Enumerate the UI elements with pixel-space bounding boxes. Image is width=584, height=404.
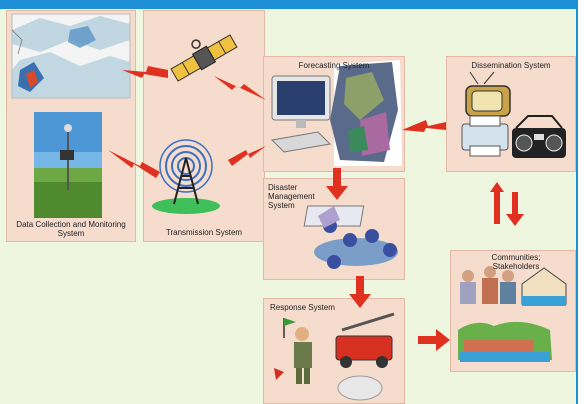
transmission-label: Transmission System [165, 228, 243, 237]
response-icon [274, 312, 395, 401]
communities-icon [458, 266, 567, 362]
arrow-communities-to-dissemination [490, 182, 504, 224]
satellite-icon [170, 34, 238, 82]
top-bar [0, 0, 584, 9]
data-collection-label: Data Collection and Monitoring System [16, 220, 126, 238]
satellite-imagery-map [330, 60, 402, 166]
link-dissemination-to-forecast [402, 120, 446, 132]
link-tower-to-forecast [228, 146, 266, 166]
link-satellite-to-forecast [214, 76, 266, 100]
meeting-icon [303, 205, 398, 269]
forecasting-label: Forecasting System [298, 61, 370, 70]
right-edge-bar [578, 0, 584, 404]
printer-icon [461, 115, 509, 157]
monitoring-station-image [34, 112, 102, 218]
arrow-forecast-to-disaster [326, 168, 348, 200]
block-arrows [326, 168, 524, 351]
lightning-arrows [108, 66, 446, 178]
transmission-tower-icon [152, 139, 220, 214]
link-tower-to-station [108, 150, 160, 178]
computer-icon [270, 75, 332, 153]
dissemination-label: Dissemination System [471, 61, 551, 70]
response-label: Response System [270, 303, 335, 312]
arrow-disaster-to-response [349, 276, 371, 308]
television-icon [465, 71, 511, 117]
link-satellite-to-map [122, 66, 168, 78]
disaster-management-label: Disaster Management System [268, 183, 315, 210]
weather-map-image [11, 13, 131, 99]
right-edge-line [576, 0, 578, 404]
arrow-dissemination-to-communities [506, 192, 524, 226]
radio-icon [512, 115, 566, 158]
arrow-response-to-communities [418, 329, 450, 351]
communities-label: Communities; Stakeholders [491, 253, 541, 271]
